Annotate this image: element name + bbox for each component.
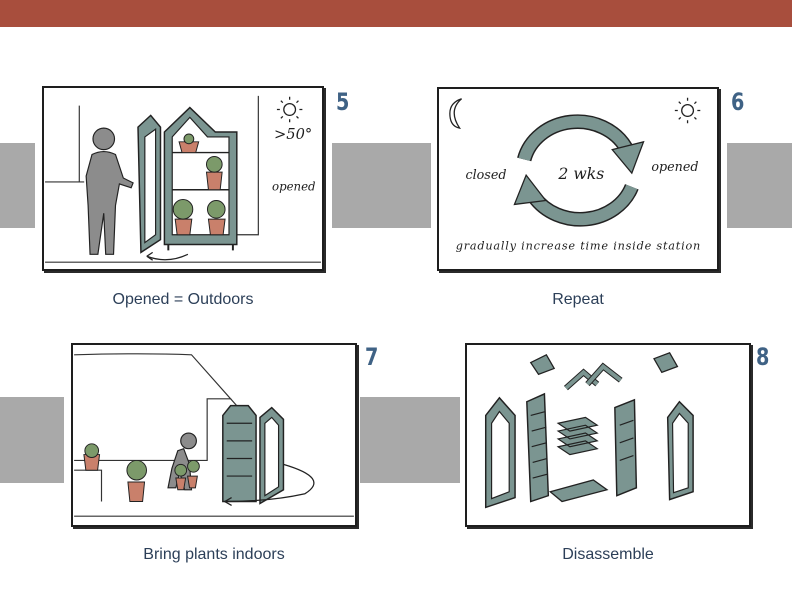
person-figure	[85, 127, 134, 255]
step-number: 6	[731, 88, 745, 116]
connector-block	[727, 143, 792, 228]
panel-step-6: closed 2 wks opened gradually increase t…	[437, 87, 719, 271]
top-bar	[0, 0, 792, 27]
cycle-label: 2 wks	[557, 164, 604, 183]
open-station	[137, 106, 238, 254]
step-number: 7	[365, 343, 379, 371]
state-label: opened	[272, 180, 316, 194]
note-label: gradually increase time inside station	[456, 239, 701, 252]
temperature-label: >50°	[274, 126, 312, 143]
closed-station	[222, 404, 285, 505]
opened-label: opened	[651, 159, 698, 174]
closed-label: closed	[466, 167, 507, 182]
panel-caption: Repeat	[552, 291, 604, 308]
panel-step-7	[71, 343, 357, 527]
connector-block	[0, 397, 64, 483]
swing-arrow	[146, 253, 189, 261]
person-figure	[167, 432, 200, 491]
panel-step-5: >50° opened	[42, 86, 324, 271]
moon-icon	[449, 98, 463, 130]
sun-icon	[674, 97, 701, 124]
step-number: 8	[756, 343, 770, 371]
panel-caption: Bring plants indoors	[143, 546, 285, 563]
step-number: 5	[336, 88, 350, 116]
panel-step-8	[465, 343, 751, 527]
sun-icon	[276, 96, 303, 123]
panel-caption: Opened = Outdoors	[112, 291, 254, 308]
connector-block	[360, 397, 460, 483]
connector-block	[0, 143, 35, 228]
path-arrow	[224, 463, 315, 503]
cycle-arrows-icon	[513, 114, 645, 227]
connector-block	[332, 143, 431, 228]
panel-caption: Disassemble	[562, 546, 654, 563]
